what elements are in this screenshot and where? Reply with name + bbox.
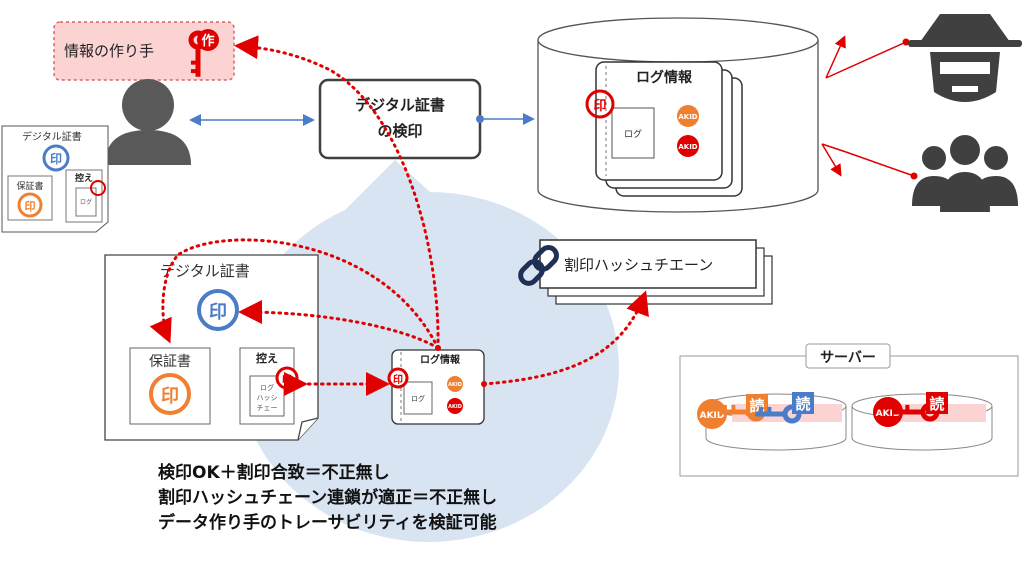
dotted-to-creator bbox=[234, 35, 440, 350]
bubble-log-badge2: AKID bbox=[448, 404, 462, 410]
db-log-inner: ログ bbox=[624, 128, 642, 140]
log-database: ログ情報 ログ 印 AKID AKID bbox=[537, 17, 819, 213]
small-doc-copy-label: 控え bbox=[75, 172, 93, 184]
bubble-doc-title: デジタル証書 bbox=[160, 262, 250, 280]
small-doc-title: デジタル証書 bbox=[22, 130, 82, 143]
dotted-to-cert-stamp bbox=[149, 238, 440, 350]
small-doc-cert-label: 保証書 bbox=[16, 180, 43, 192]
small-doc-stamp: 印 bbox=[50, 152, 62, 166]
db-badge2: AKID bbox=[678, 143, 697, 151]
caption-line-1: 検印OK＋割印合致＝不正無し bbox=[158, 462, 390, 483]
group-arrow bbox=[845, 151, 915, 177]
db-seal: 印 bbox=[593, 99, 606, 114]
server-left-disk bbox=[705, 393, 847, 451]
caption-line-2: 割印ハッシュチェーン連鎖が適正＝不正無し bbox=[158, 487, 497, 508]
group-icon bbox=[912, 135, 1018, 212]
server-right-disk bbox=[851, 393, 993, 451]
person-icon bbox=[105, 79, 191, 165]
bubble-copy-inner-3: チェー bbox=[257, 404, 278, 412]
chain-link-icon bbox=[518, 245, 559, 286]
dotted-to-doc-stamp bbox=[238, 300, 440, 350]
bubble-copy-inner-1: ログ bbox=[260, 383, 274, 392]
bubble-copy-label: 控え bbox=[256, 351, 278, 365]
small-certificate-doc: デジタル証書 印 保証書 印 控え ログ bbox=[1, 125, 109, 233]
bubble-copy-inner-2: ハッシ bbox=[257, 394, 278, 402]
bubble-log-title: ログ情報 bbox=[420, 353, 461, 366]
captions: 検印OK＋割印合致＝不正無し 割印ハッシュチェーン連鎖が適正＝不正無し データ作… bbox=[158, 462, 497, 533]
attacker-icon bbox=[908, 14, 1022, 102]
db-badge1: AKID bbox=[678, 113, 697, 121]
verify-line1: デジタル証書 bbox=[355, 96, 445, 114]
server-right-key: 読 bbox=[929, 395, 944, 413]
creator-label: 情報の作り手 bbox=[64, 42, 154, 60]
db-log-title: ログ情報 bbox=[636, 69, 693, 86]
bubble-log-badge1: AKID bbox=[448, 382, 462, 388]
bubble-cert-label: 保証書 bbox=[149, 354, 191, 370]
hash-chain-label: 割印ハッシュチエーン bbox=[564, 256, 713, 274]
bubble-copy-seal: 印 bbox=[282, 374, 292, 386]
caption-line-3: データ作り手のトレーサビリティを検証可能 bbox=[158, 512, 497, 533]
hash-chain-stack: 割印ハッシュチエーン bbox=[539, 239, 773, 305]
small-doc-copy-inner: ログ bbox=[80, 198, 92, 206]
creator-box: 情報の作り手 作 bbox=[53, 21, 235, 81]
dotted-to-hash-chain bbox=[482, 290, 649, 386]
bubble-doc-stamp: 印 bbox=[209, 302, 227, 323]
server-box: サーバー AKID 読 読 AKID 読 bbox=[679, 343, 1019, 477]
attacker-arrow bbox=[825, 41, 907, 79]
verify-line2: の検印 bbox=[377, 122, 422, 140]
server-title: サーバー bbox=[820, 350, 876, 366]
verify-box: デジタル証書 の検印 bbox=[318, 78, 484, 160]
server-left-badge: AKID bbox=[700, 411, 725, 421]
server-right-badge: AKID bbox=[876, 409, 901, 419]
bubble-log-inner: ログ bbox=[411, 394, 425, 403]
bubble-certificate-doc: デジタル証書 印 保証書 印 控え ログ ハッシ チェー 印 bbox=[104, 254, 319, 441]
creator-key-char: 作 bbox=[201, 33, 214, 49]
bubble-log-seal: 印 bbox=[393, 374, 403, 386]
server-left-key2: 読 bbox=[795, 395, 810, 413]
small-doc-cert-stamp: 印 bbox=[25, 200, 36, 213]
bubble-log-card: ログ情報 ログ 印 AKID AKID bbox=[387, 349, 485, 425]
bubble-cert-stamp: 印 bbox=[161, 386, 179, 407]
